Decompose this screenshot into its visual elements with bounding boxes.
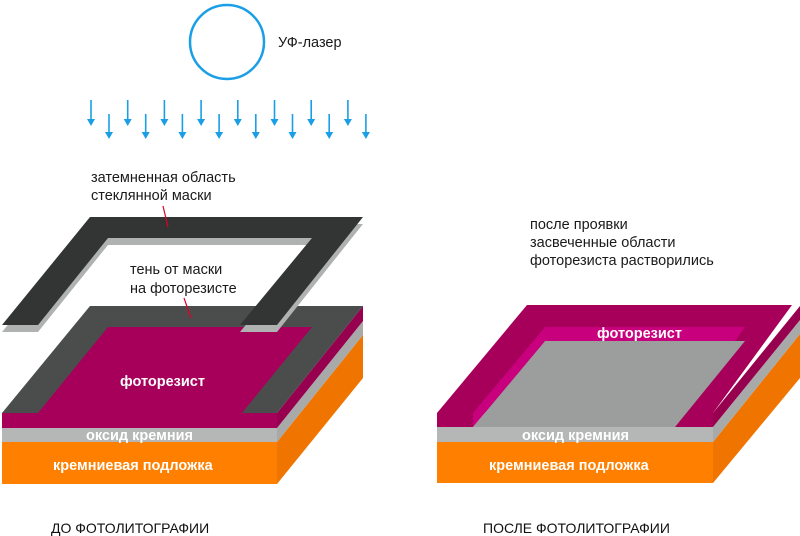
dark-mask-label-2: стеклянной маски <box>91 188 212 204</box>
uv-laser-label: УФ-лазер <box>278 35 342 51</box>
oxide-label: оксид кремния <box>86 428 193 444</box>
uv-arrow-icon <box>251 114 260 139</box>
uv-arrow-icon <box>178 114 187 139</box>
substrate-front <box>437 442 713 483</box>
uv-arrow-icon <box>288 114 297 139</box>
glass-mask-dark-area <box>2 217 363 325</box>
substrate-side <box>713 334 800 483</box>
uv-laser-icon <box>188 3 266 81</box>
photoresist-top <box>38 327 312 413</box>
uv-arrow-icon <box>160 100 169 126</box>
uv-arrow-icon <box>123 100 132 126</box>
photoresist-label: фоторезист <box>597 326 682 342</box>
uv-arrow-icon <box>270 100 279 126</box>
oxide-side <box>713 320 800 442</box>
exposed-oxide-area <box>473 341 745 427</box>
dark-mask-label-1: затемненная область <box>91 170 236 186</box>
oxide-label: оксид кремния <box>522 428 629 444</box>
uv-arrow-icon <box>141 114 150 139</box>
uv-arrow-icon <box>361 114 370 139</box>
photoresist-front <box>2 413 277 428</box>
uv-arrow-icon <box>105 114 113 139</box>
after-label-1: после проявки <box>530 217 628 233</box>
uv-rays <box>87 100 370 139</box>
shadow-label-1: тень от маски <box>130 262 222 278</box>
photoresist-inner-wall <box>473 327 745 427</box>
oxide-front <box>2 428 277 442</box>
photoresist-front-left <box>437 413 473 427</box>
after-label-3: фоторезиста растворились <box>530 253 714 269</box>
uv-arrow-icon <box>325 114 334 139</box>
uv-arrow-icon <box>87 100 95 126</box>
substrate-label: кремниевая подложка <box>489 458 650 474</box>
caption-after: ПОСЛЕ ФОТОЛИТОГРАФИИ <box>483 520 670 536</box>
leader-line-mask <box>162 205 169 228</box>
oxide-front <box>437 427 713 442</box>
photoresist-side <box>277 306 363 428</box>
substrate-label: кремниевая подложка <box>53 458 214 474</box>
substrate-front <box>2 442 277 484</box>
uv-arrow-icon <box>197 100 206 126</box>
photoresist-side <box>713 306 800 427</box>
shadow-label-2: на фоторезисте <box>130 281 237 297</box>
photoresist-label: фоторезист <box>120 374 205 390</box>
leader-line-shadow <box>183 297 192 319</box>
uv-arrow-icon <box>215 114 224 139</box>
substrate-side <box>277 335 363 484</box>
oxide-side <box>277 321 363 442</box>
after-stack: фоторезист оксид кремния кремниевая подл… <box>437 305 800 483</box>
caption-before: ДО ФОТОЛИТОГРАФИИ <box>51 520 209 536</box>
uv-arrow-icon <box>233 100 242 126</box>
after-label-2: засвеченные области <box>530 235 675 251</box>
uv-arrow-icon <box>343 100 352 126</box>
photoresist-front-right <box>675 413 713 427</box>
uv-arrow-icon <box>307 100 316 126</box>
before-stack: фоторезист оксид кремния кремниевая подл… <box>2 205 363 484</box>
